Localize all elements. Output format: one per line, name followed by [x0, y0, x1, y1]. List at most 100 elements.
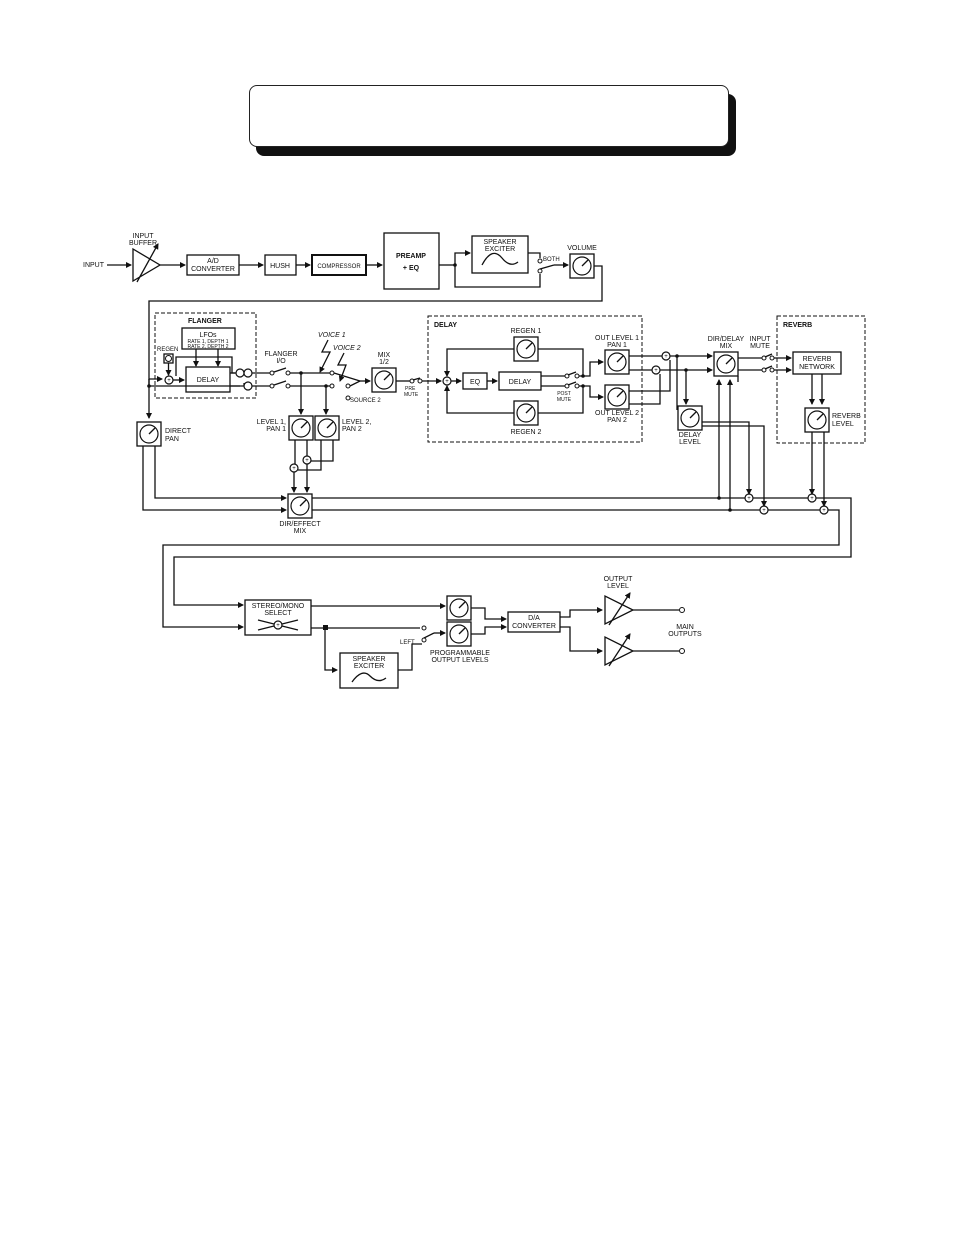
direct-pan-label-1: DIRECT — [165, 428, 192, 435]
da-converter-block — [507, 611, 561, 633]
input-mute-label-1: INPUT — [750, 336, 772, 343]
preamp-label-2: + EQ — [403, 265, 420, 272]
svg-text:+: + — [167, 378, 171, 384]
delay-level-label-2: LEVEL — [679, 439, 701, 446]
delay-level-knob[interactable] — [677, 405, 703, 431]
speaker-exciter-top-label-2: EXCITER — [485, 246, 515, 253]
reverb-title: REVERB — [783, 322, 812, 329]
reverb-network-block — [792, 351, 842, 375]
direct-pan-label-2: PAN — [165, 436, 179, 443]
regen1-label: REGEN 1 — [511, 328, 542, 335]
level2-pan2-knob[interactable] — [314, 415, 340, 441]
left-label: LEFT — [400, 640, 415, 646]
output-level-knob-1[interactable] — [446, 595, 472, 621]
volume-knob[interactable] — [569, 253, 595, 279]
delay-eq-label: EQ — [470, 379, 481, 386]
pre-mute-label-1: PRE — [405, 386, 416, 392]
out-level2-knob[interactable] — [604, 384, 630, 410]
output-level-knob-2[interactable] — [446, 621, 472, 647]
reverb-network-label-2: NETWORK — [799, 364, 835, 371]
flanger-section — [154, 312, 257, 399]
level2-label-1: LEVEL 2, — [342, 419, 371, 426]
mix12-label-2: 1/2 — [379, 359, 389, 366]
flanger-regen-label: REGEN — [157, 347, 178, 353]
flanger-delay-block — [185, 366, 231, 393]
volume-label: VOLUME — [567, 245, 597, 252]
reverb-level-label-1: REVERB — [832, 413, 861, 420]
flanger-regen-knob[interactable] — [163, 353, 174, 364]
dir-effect-mix-label-2: MIX — [294, 528, 307, 535]
svg-text:+: + — [276, 623, 280, 629]
svg-text:+: + — [664, 354, 668, 360]
output-level-label-2: LEVEL — [607, 583, 629, 590]
stereo-mono-label-1: STEREO/MONO — [252, 603, 305, 610]
reverb-network-label-1: REVERB — [803, 356, 832, 363]
mix12-label-1: MIX — [378, 352, 391, 359]
out-level1-label-2: PAN 1 — [607, 342, 627, 349]
svg-text:+: + — [810, 496, 814, 502]
stereo-mono-label-2: SELECT — [264, 610, 292, 617]
preamp-eq-block — [383, 232, 440, 290]
compressor-label: COMPRESSOR — [317, 264, 361, 270]
speaker-exciter-bottom-label-1: SPEAKER — [352, 656, 385, 663]
flanger-io-label-2: I/O — [276, 358, 286, 365]
voice1-label: VOICE 1 — [318, 332, 346, 339]
svg-text:+: + — [292, 466, 296, 472]
input-label: INPUT — [83, 262, 105, 269]
out-level1-knob[interactable] — [604, 349, 630, 375]
reverb-level-knob[interactable] — [804, 407, 830, 433]
programmable-output-label-1: PROGRAMMABLE — [430, 650, 490, 657]
dir-effect-mix-label-1: DIR/EFFECT — [279, 521, 321, 528]
delay-level-label-1: DELAY — [679, 432, 702, 439]
main-output-jack-2[interactable] — [679, 648, 685, 654]
regen1-knob[interactable] — [513, 336, 539, 362]
mix-1-2-knob[interactable] — [371, 367, 397, 393]
level1-label-1: LEVEL 1, — [257, 419, 286, 426]
svg-text:+: + — [747, 496, 751, 502]
delay-block — [498, 371, 542, 391]
out-level2-label-1: OUT LEVEL 2 — [595, 410, 639, 417]
input-mute-label-2: MUTE — [750, 343, 770, 350]
hush-label: HUSH — [270, 263, 290, 270]
programmable-output-label-2: OUTPUT LEVELS — [431, 657, 488, 664]
dir-effect-mix-knob[interactable] — [287, 493, 313, 519]
speaker-exciter-bottom-block — [339, 652, 399, 689]
title-box — [249, 85, 729, 147]
post-mute-label-2: MUTE — [557, 397, 572, 403]
main-outputs-label-2: OUTPUTS — [668, 631, 702, 638]
level2-label-2: PAN 2 — [342, 426, 362, 433]
lfo-params-1: RATE 1, DEPTH 1 — [187, 339, 228, 345]
voice2-label: VOICE 2 — [333, 345, 361, 352]
output-amp-top — [604, 592, 635, 626]
direct-pan-knob[interactable] — [136, 421, 162, 447]
ad-converter-label-2: CONVERTER — [191, 266, 235, 273]
post-mute-label-1: POST — [557, 391, 571, 397]
out-level1-label-1: OUT LEVEL 1 — [595, 335, 639, 342]
both-label: BOTH — [543, 257, 560, 263]
speaker-exciter-top-label-1: SPEAKER — [483, 239, 516, 246]
flanger-io-label-1: FLANGER — [264, 351, 297, 358]
dir-delay-mix-knob[interactable] — [713, 351, 739, 377]
flanger-delay-label: DELAY — [197, 377, 220, 384]
lfo-label: LFOs — [199, 332, 217, 339]
level1-pan1-knob[interactable] — [288, 415, 314, 441]
flanger-title: FLANGER — [188, 318, 222, 325]
output-level-label-1: OUTPUT — [604, 576, 634, 583]
svg-text:+: + — [445, 379, 449, 385]
da-converter-label-2: CONVERTER — [512, 623, 556, 630]
main-output-jack-1[interactable] — [679, 607, 685, 613]
dir-delay-mix-label-2: MIX — [720, 343, 733, 350]
ad-converter-label-1: A/D — [207, 258, 219, 265]
da-converter-label-1: D/A — [528, 615, 540, 622]
main-outputs-label-1: MAIN — [676, 624, 694, 631]
lfo-params-2: RATE 2, DEPTH 2 — [187, 344, 228, 350]
delay-section — [427, 315, 643, 443]
svg-text:+: + — [822, 508, 826, 514]
input-buffer-label-2: BUFFER — [129, 240, 157, 247]
regen2-knob[interactable] — [513, 400, 539, 426]
lfo-block — [181, 327, 236, 350]
regen2-label: REGEN 2 — [511, 429, 542, 436]
preamp-label-1: PREAMP — [396, 253, 426, 260]
speaker-exciter-bottom-label-2: EXCITER — [354, 663, 384, 670]
